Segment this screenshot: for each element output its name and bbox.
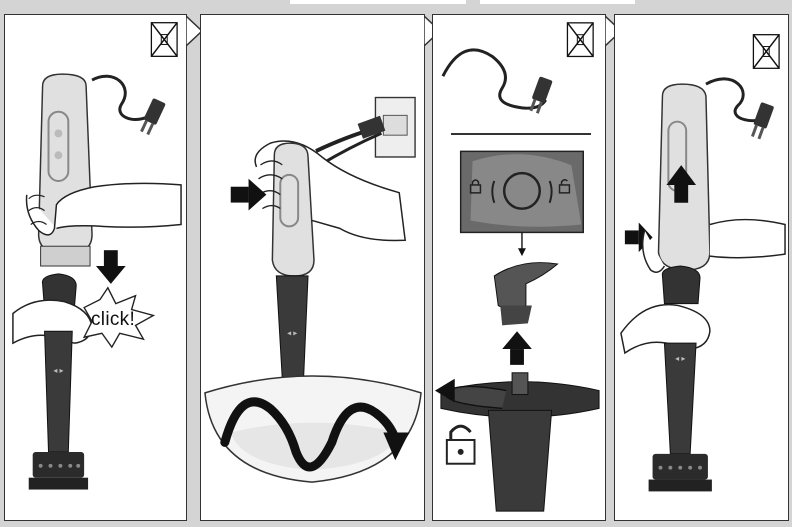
step-panel-attach-blade	[432, 14, 606, 521]
no-plug-icon	[151, 23, 177, 57]
motor-unit	[39, 74, 92, 266]
no-plug-icon	[567, 23, 593, 57]
svg-text:◂ ▸: ◂ ▸	[53, 366, 63, 375]
lock-detail-inset	[461, 151, 584, 232]
unlock-icon	[447, 426, 475, 464]
step1-illustration: ◂ ▸	[5, 15, 186, 520]
inset-divider	[451, 133, 591, 135]
blade-attachment	[494, 263, 557, 326]
top-tab-right	[480, 0, 635, 4]
no-plug-icon	[753, 35, 779, 69]
blender-shaft: ◂ ▸	[29, 331, 88, 489]
step3-illustration	[433, 15, 605, 520]
click-label: click!	[91, 309, 135, 331]
step4-illustration: ◂ ▸	[615, 15, 788, 520]
plug-icon	[138, 98, 166, 136]
blender-shaft: ◂ ▸	[649, 343, 712, 491]
svg-text:◂ ▸: ◂ ▸	[287, 328, 297, 337]
arrow-icon	[231, 179, 267, 211]
step-panel-detach-shaft: ◂ ▸	[614, 14, 789, 521]
top-tab-left	[290, 0, 466, 4]
arrow-icon	[96, 250, 126, 284]
step-panel-blend: ◂ ▸	[200, 14, 425, 521]
svg-text:◂ ▸: ◂ ▸	[675, 354, 685, 363]
arrow-icon	[502, 331, 532, 365]
step2-illustration: ◂ ▸	[201, 15, 424, 520]
plug-icon	[528, 76, 553, 114]
step-panel-attach-shaft: ◂ ▸ click!	[4, 14, 187, 521]
